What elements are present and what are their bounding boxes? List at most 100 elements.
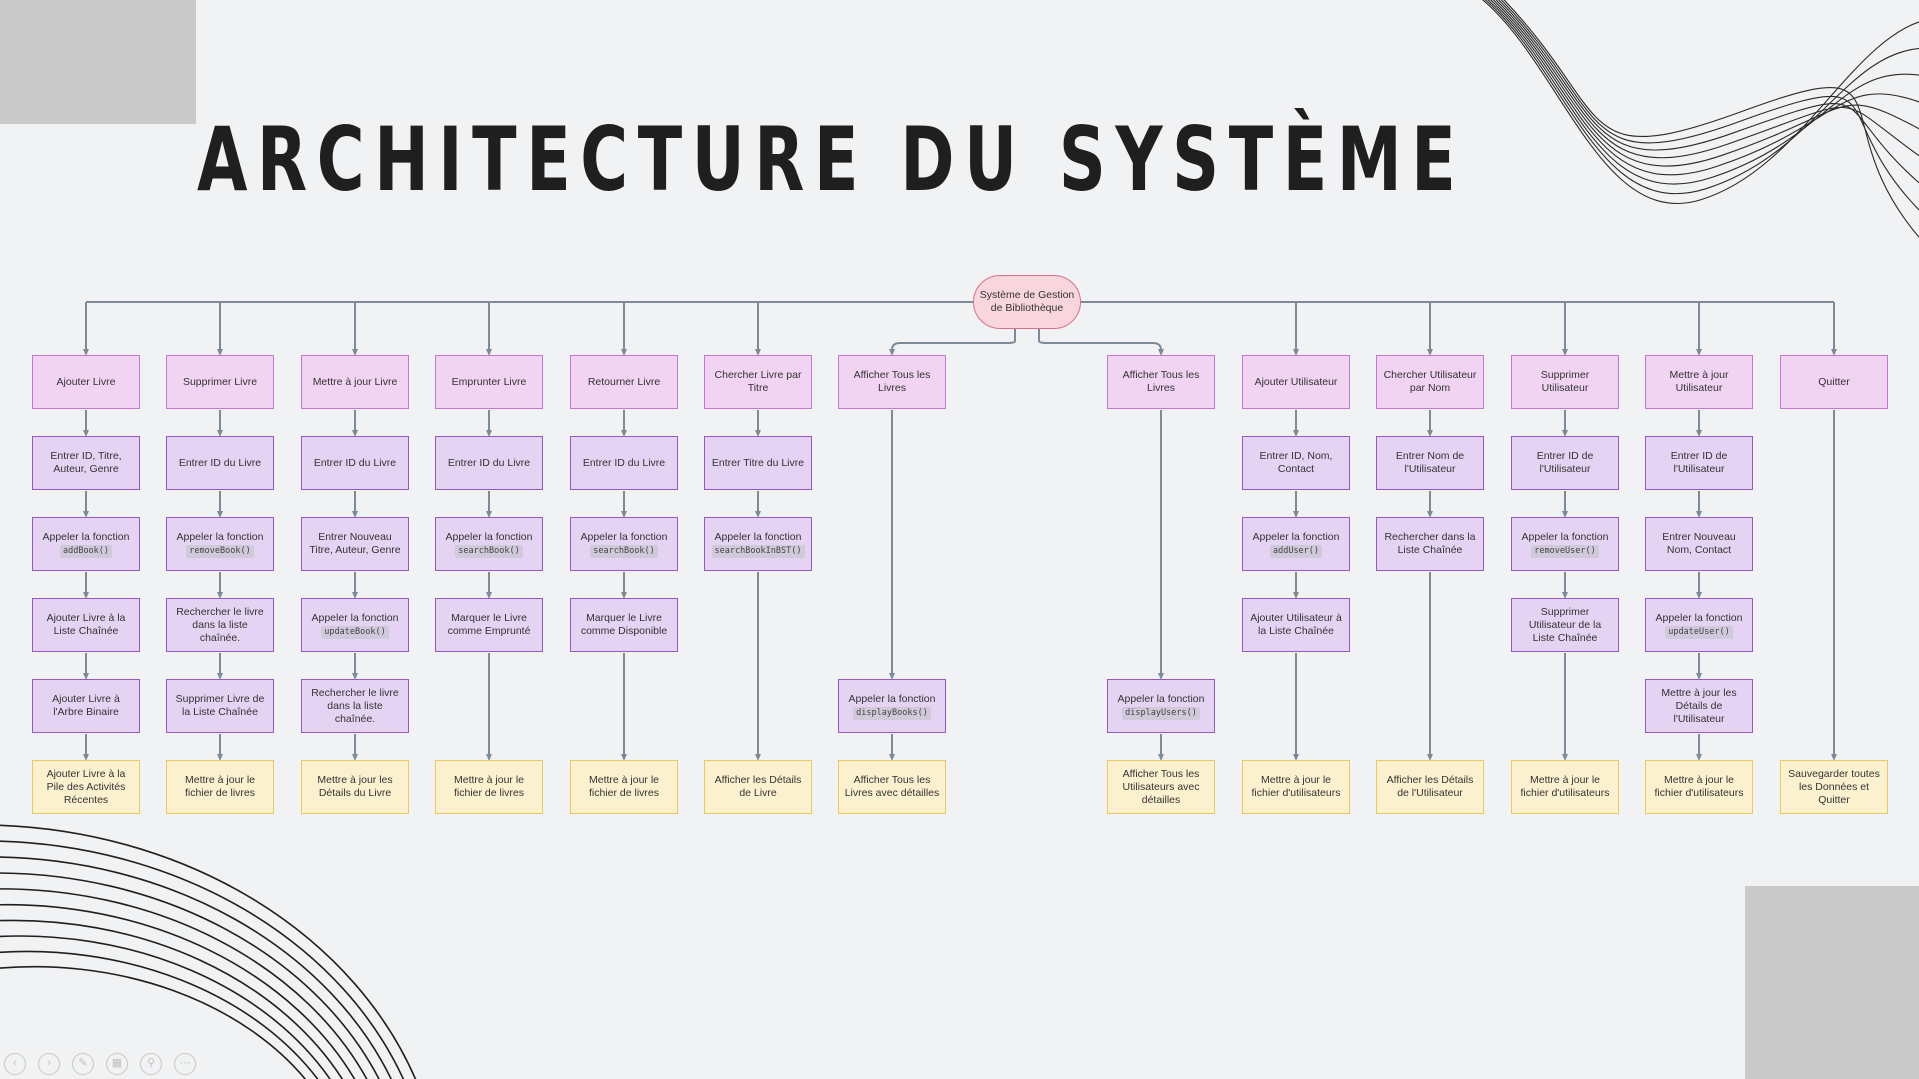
node-6-appeler-la-fonction-searchbookinbst-function-name: searchBookInBST(): [711, 544, 805, 558]
arc-line: [0, 856, 392, 1079]
arc-line: [0, 935, 331, 1079]
node-12-mettre-a-jour-le-fichier-d-utilisateurs: Mettre à jour le fichier d'utilisateurs: [1645, 760, 1753, 814]
next-icon[interactable]: ›: [38, 1053, 60, 1075]
node-5-entrer-id-du-livre: Entrer ID du Livre: [570, 436, 678, 490]
node-2-supprimer-livre-de-la-liste-chainee: Supprimer Livre de la Liste Chaînée: [166, 679, 274, 733]
corner-block-bottom-right: [1745, 886, 1919, 1079]
node-8-afficher-tous-les-livres: Afficher Tous les Livres: [1107, 355, 1215, 409]
node-3-entrer-id-du-livre-label: Entrer ID du Livre: [313, 456, 397, 469]
node-7-afficher-tous-les-livres: Afficher Tous les Livres: [838, 355, 946, 409]
pen-icon[interactable]: ✎: [72, 1053, 94, 1075]
node-8-afficher-tous-les-utilisateurs-avec-deta: Afficher Tous les Utilisateurs avec déta…: [1107, 760, 1215, 814]
arc-line: [0, 965, 307, 1079]
node-6-afficher-les-details-de-livre-label: Afficher les Détails de Livre: [714, 774, 802, 799]
node-2-supprimer-livre-de-la-liste-chainee-label: Supprimer Livre de la Liste Chaînée: [175, 693, 265, 718]
node-5-appeler-la-fonction-searchbook-function-name: searchBook(): [590, 544, 658, 558]
node-10-entrer-nom-de-l-utilisateur: Entrer Nom de l'Utilisateur: [1376, 436, 1484, 490]
node-1-ajouter-livre-a-la-pile-des-activites-re: Ajouter Livre à la Pile des Activités Ré…: [32, 760, 140, 814]
node-10-rechercher-dans-la-liste-chainee: Rechercher dans la Liste Chaînée: [1376, 517, 1484, 571]
wave-line: [1497, 0, 1919, 184]
node-2-entrer-id-du-livre: Entrer ID du Livre: [166, 436, 274, 490]
node-4-emprunter-livre-label: Emprunter Livre: [451, 375, 527, 388]
node-5-marquer-le-livre-comme-disponible: Marquer le Livre comme Disponible: [570, 598, 678, 652]
node-13-sauvegarder-toutes-les-donnees-et-quitte: Sauvegarder toutes les Données et Quitte…: [1780, 760, 1888, 814]
node-12-mettre-a-jour-les-details-de-l-utilisate: Mettre à jour les Détails de l'Utilisate…: [1645, 679, 1753, 733]
prev-icon[interactable]: ‹: [4, 1053, 26, 1075]
node-6-entrer-titre-du-livre-label: Entrer Titre du Livre: [711, 456, 805, 469]
node-11-supprimer-utilisateur: Supprimer Utilisateur: [1511, 355, 1619, 409]
arc-line: [0, 872, 380, 1079]
wave-line: [1487, 0, 1919, 185]
wave-line: [1481, 0, 1919, 204]
arc-line: [0, 950, 319, 1079]
node-5-mettre-a-jour-le-fichier-de-livres: Mettre à jour le fichier de livres: [570, 760, 678, 814]
node-4-emprunter-livre: Emprunter Livre: [435, 355, 543, 409]
node-3-rechercher-le-livre-dans-la-liste-chaine-label: Rechercher le livre dans la liste chaîné…: [311, 686, 399, 725]
node-5-appeler-la-fonction-searchbook-label: Appeler la fonction: [580, 530, 668, 543]
node-7-afficher-tous-les-livres-avec-detailles-label: Afficher Tous les Livres avec détailles: [844, 774, 940, 799]
node-3-appeler-la-fonction-updatebook-label: Appeler la fonction: [311, 611, 399, 624]
arc-line: [0, 903, 356, 1079]
more-icon[interactable]: ⋯: [174, 1053, 196, 1075]
node-4-appeler-la-fonction-searchbook-function-name: searchBook(): [455, 544, 523, 558]
zoom-icon[interactable]: ⚲: [140, 1053, 162, 1075]
node-2-mettre-a-jour-le-fichier-de-livres: Mettre à jour le fichier de livres: [166, 760, 274, 814]
node-3-entrer-nouveau-titre-auteur-genre: Entrer Nouveau Titre, Auteur, Genre: [301, 517, 409, 571]
node-1-appeler-la-fonction-addbook-label: Appeler la fonction: [42, 530, 130, 543]
node-3-mettre-a-jour-livre-label: Mettre à jour Livre: [312, 375, 398, 388]
arc-line: [0, 888, 368, 1079]
slides-icon[interactable]: ▦: [106, 1053, 128, 1075]
node-9-entrer-id-nom-contact: Entrer ID, Nom, Contact: [1242, 436, 1350, 490]
node-11-supprimer-utilisateur-de-la-liste-chaine-label: Supprimer Utilisateur de la Liste Chaîné…: [1528, 605, 1602, 644]
node-1-ajouter-livre-a-l-arbre-binaire-label: Ajouter Livre à l'Arbre Binaire: [52, 693, 120, 718]
node-2-entrer-id-du-livre-label: Entrer ID du Livre: [178, 456, 262, 469]
node-8-afficher-tous-les-utilisateurs-avec-deta-label: Afficher Tous les Utilisateurs avec déta…: [1122, 767, 1200, 806]
node-7-appeler-la-fonction-displaybooks-function-name: displayBooks(): [853, 706, 931, 720]
node-9-mettre-a-jour-le-fichier-d-utilisateurs-label: Mettre à jour le fichier d'utilisateurs: [1251, 774, 1341, 799]
root-node-system: Système de Gestion de Bibliothèque: [973, 275, 1081, 329]
node-11-entrer-id-de-l-utilisateur-label: Entrer ID de l'Utilisateur: [1536, 450, 1594, 475]
node-2-rechercher-le-livre-dans-la-liste-chaine: Rechercher le livre dans la liste chaîné…: [166, 598, 274, 652]
wave-line: [1500, 0, 1919, 211]
node-4-marquer-le-livre-comme-emprunte-label: Marquer le Livre comme Emprunté: [447, 612, 531, 637]
wave-line: [1503, 0, 1919, 238]
node-12-mettre-a-jour-les-details-de-l-utilisate-label: Mettre à jour les Détails de l'Utilisate…: [1661, 686, 1737, 725]
node-7-afficher-tous-les-livres-label: Afficher Tous les Livres: [853, 369, 931, 394]
node-9-appeler-la-fonction-adduser-label: Appeler la fonction: [1252, 530, 1340, 543]
node-13-sauvegarder-toutes-les-donnees-et-quitte-label: Sauvegarder toutes les Données et Quitte…: [1788, 767, 1880, 806]
node-5-entrer-id-du-livre-label: Entrer ID du Livre: [582, 456, 666, 469]
arc-line: [0, 824, 417, 1079]
node-7-appeler-la-fonction-displaybooks-label: Appeler la fonction: [848, 692, 936, 705]
node-10-afficher-les-details-de-l-utilisateur: Afficher les Détails de l'Utilisateur: [1376, 760, 1484, 814]
node-4-mettre-a-jour-le-fichier-de-livres: Mettre à jour le fichier de livres: [435, 760, 543, 814]
node-2-appeler-la-fonction-removebook-label: Appeler la fonction: [176, 530, 264, 543]
wave-line: [1495, 0, 1919, 159]
node-12-mettre-a-jour-utilisateur: Mettre à jour Utilisateur: [1645, 355, 1753, 409]
edge-root-to-branch-8: [1038, 329, 1164, 356]
root-node-system-label: Système de Gestion de Bibliothèque: [979, 289, 1075, 314]
node-12-entrer-id-de-l-utilisateur: Entrer ID de l'Utilisateur: [1645, 436, 1753, 490]
node-10-rechercher-dans-la-liste-chainee-label: Rechercher dans la Liste Chaînée: [1384, 531, 1476, 556]
node-1-entrer-id-titre-auteur-genre: Entrer ID, Titre, Auteur, Genre: [32, 436, 140, 490]
node-9-entrer-id-nom-contact-label: Entrer ID, Nom, Contact: [1259, 450, 1333, 475]
node-6-entrer-titre-du-livre: Entrer Titre du Livre: [704, 436, 812, 490]
node-6-chercher-livre-par-titre-label: Chercher Livre par Titre: [714, 369, 802, 394]
node-11-entrer-id-de-l-utilisateur: Entrer ID de l'Utilisateur: [1511, 436, 1619, 490]
node-12-entrer-id-de-l-utilisateur-label: Entrer ID de l'Utilisateur: [1670, 450, 1728, 475]
node-9-ajouter-utilisateur-a-la-liste-chainee: Ajouter Utilisateur à la Liste Chaînée: [1242, 598, 1350, 652]
node-6-appeler-la-fonction-searchbookinbst-label: Appeler la fonction: [714, 530, 802, 543]
node-11-supprimer-utilisateur-de-la-liste-chaine: Supprimer Utilisateur de la Liste Chaîné…: [1511, 598, 1619, 652]
node-9-appeler-la-fonction-adduser-function-name: addUser(): [1269, 544, 1323, 558]
node-9-ajouter-utilisateur-a-la-liste-chainee-label: Ajouter Utilisateur à la Liste Chaînée: [1250, 612, 1342, 637]
node-3-mettre-a-jour-les-details-du-livre-label: Mettre à jour les Détails du Livre: [317, 774, 393, 799]
node-5-retourner-livre: Retourner Livre: [570, 355, 678, 409]
